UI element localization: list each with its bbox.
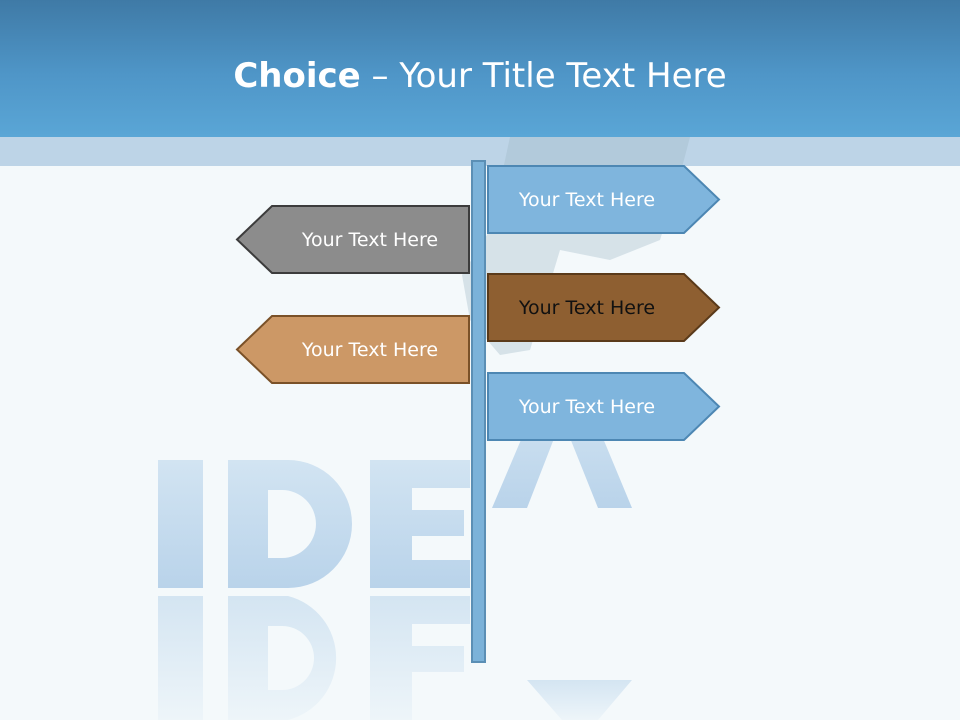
sign-label: Your Text Here bbox=[301, 228, 439, 251]
arrow-left-shape bbox=[235, 205, 470, 274]
signpost-pole bbox=[471, 160, 486, 663]
sign-label: Your Text Here bbox=[518, 296, 656, 319]
sign-label: Your Text Here bbox=[301, 338, 439, 361]
idea-reflection bbox=[158, 596, 632, 720]
arrow-right-shape bbox=[487, 273, 721, 342]
title-bold: Choice bbox=[233, 56, 361, 96]
signpost-arrow-right-3[interactable]: Your Text Here bbox=[487, 372, 721, 441]
arrow-right-shape bbox=[487, 165, 721, 234]
signpost-arrow-left-2[interactable]: Your Text Here bbox=[235, 315, 470, 384]
sign-label: Your Text Here bbox=[518, 188, 656, 211]
signpost-arrow-right-1[interactable]: Your Text Here bbox=[487, 165, 721, 234]
slide-header bbox=[0, 0, 960, 137]
arrow-right-shape bbox=[487, 372, 721, 441]
signpost-arrow-left-1[interactable]: Your Text Here bbox=[235, 205, 470, 274]
sign-label: Your Text Here bbox=[518, 395, 656, 418]
slide-title[interactable]: Choice – Your Title Text Here bbox=[0, 52, 960, 100]
title-rest: – Your Title Text Here bbox=[360, 56, 727, 96]
signpost-arrow-right-2[interactable]: Your Text Here bbox=[487, 273, 721, 342]
arrow-left-shape bbox=[235, 315, 470, 384]
